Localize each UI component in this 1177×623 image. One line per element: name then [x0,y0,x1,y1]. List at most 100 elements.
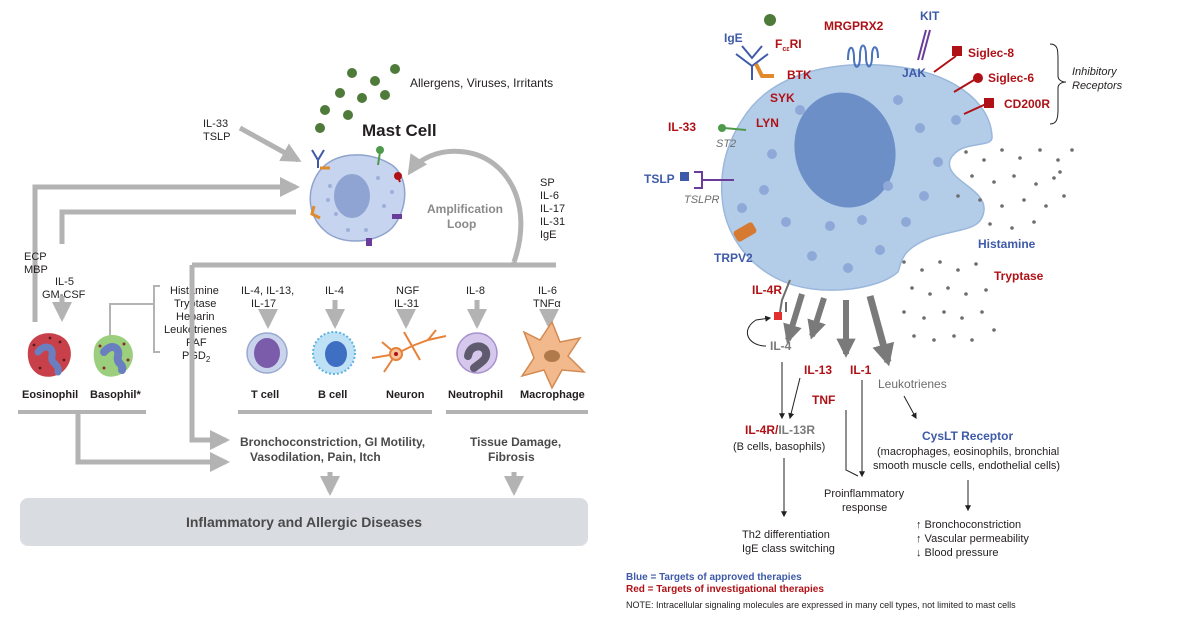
ige-fceri-receptor [735,14,776,80]
granule-heparin: Heparin [176,311,215,323]
legend-blue: Blue = Targets of approved therapies [626,572,802,583]
histamine-label: Histamine [978,237,1036,251]
b-cell-illustration [312,331,356,375]
inhibitory-label-line2: Receptors [1072,80,1123,92]
loop-mediator-il6: IL-6 [540,190,559,202]
basophil-label: Basophil* [90,389,141,401]
il4-autocrine-arrow [746,315,772,347]
il33-input-label: IL-33 [203,118,228,130]
tcell-mediators-line2: IL-17 [251,298,276,310]
il4-ligand-square [774,312,782,320]
kit-label: KIT [920,9,940,23]
neutrophil-label: Neutrophil [448,389,503,401]
mbp-label: MBP [24,264,48,276]
syk-label: SYK [770,91,795,105]
neutrophil-mediators: IL-8 [466,285,485,297]
legend-note: NOTE: Intracellular signaling molecules … [626,600,1016,610]
neuron-label: Neuron [386,389,425,401]
b-cells-basophils-label: (B cells, basophils) [733,441,825,453]
allergens-label: Allergens, Viruses, Irritants [410,76,553,90]
cd200r-receptor [963,98,994,115]
histamine-granules [956,148,1074,230]
granule-paf: PAF [186,337,207,349]
mast-cell-illustration [309,146,406,246]
tryptase-label: Tryptase [994,269,1044,283]
left-panel: Allergens, Viruses, Irritants IL-33 TSLP… [18,64,588,546]
siglec6-receptor [953,73,983,93]
loop-mediator-il31: IL-31 [540,216,565,228]
siglec8-receptor [933,46,962,73]
tslpr-receptor [694,171,734,189]
th2-line1: Th2 differentiation [742,529,830,541]
il1-mediator-label: IL-1 [850,363,872,377]
cytokine-input-arrow [238,125,302,163]
granule-bracket [153,285,160,353]
tslp-input-label: TSLP [203,131,231,143]
il4r-receptor [779,279,791,313]
legend-red: Red = Targets of investigational therapi… [626,584,824,595]
tissue-outcome-line1: Tissue Damage, [470,435,561,449]
il33-label: IL-33 [668,120,696,134]
siglec8-label: Siglec-8 [968,46,1014,60]
trpv2-label: TRPV2 [714,251,753,265]
physiology-bronchoconstriction: ↑ Bronchoconstriction [916,519,1021,531]
granule-pgd2: PGD2 [182,350,211,364]
tslp-label: TSLP [644,172,675,186]
st2-knob [718,124,726,132]
broncho-outcome-line2: Vasodilation, Pain, Itch [250,450,381,464]
macrophage-mediators-line1: IL-6 [538,285,557,297]
mrgprx2-receptor [847,44,879,68]
amplification-loop-arrow [407,148,524,263]
macrophage-illustration [520,320,586,390]
btk-label: BTK [787,68,812,82]
tnf-to-proinflammatory-arrow [845,410,859,477]
lyn-label: LYN [756,116,779,130]
t-cell-label: T cell [251,389,279,401]
pgd2-subscript: 2 [206,355,211,364]
leukotrienes-mediator-label: Leukotrienes [878,377,947,391]
loop-mediator-il17: IL-17 [540,203,565,215]
disease-box-label: Inflammatory and Allergic Diseases [186,514,422,530]
tcell-mediators-line1: IL-4, IL-13, [241,285,294,297]
large-mast-cell [720,63,993,291]
st2-receptor [723,127,747,131]
kit-receptor [917,29,931,61]
tnf-mediator-label: TNF [812,393,835,407]
th2-line2: IgE class switching [742,543,835,555]
ecp-label: ECP [24,251,47,263]
inhibitory-label-line1: Inhibitory [1072,66,1118,78]
t-cell-illustration [246,332,288,374]
il13-release-arrow [807,297,827,340]
tryptase-granules [902,260,996,342]
il4r-il13r-label: IL-4R/IL-13R [745,423,815,437]
il5-feedback-line [59,209,296,244]
trpv2-channel [733,222,757,242]
fceri-label: FcεRI [775,37,802,53]
tslp-ligand [680,172,689,181]
bcell-mediators: IL-4 [325,285,344,297]
gmcsf-label: GM-CSF [42,289,86,301]
leukotriene-release-arrow [866,295,895,367]
macrophage-mediators-line2: TNFα [533,298,561,310]
neuron-mediators-line1: NGF [396,285,420,297]
cyslt-desc-line2: smooth muscle cells, endothelial cells) [873,460,1060,472]
basophil-link [109,303,154,336]
mast-cell-granules [737,95,961,273]
il4-release-arrow [783,293,805,344]
siglec6-label: Siglec-6 [988,71,1034,85]
granule-tryptase: Tryptase [174,298,216,310]
tslpr-label: TSLPR [684,194,720,206]
allergen-particles [315,64,400,133]
neuron-mediators-line2: IL-31 [394,298,419,310]
jak-label: JAK [902,66,926,80]
cd200r-label: CD200R [1004,97,1050,111]
loop-mediator-sp: SP [540,177,555,189]
granule-mediators-arrow [189,265,230,450]
b-cell-label: B cell [318,389,347,401]
granule-leukotrienes: Leukotrienes [164,324,227,336]
st2-label: ST2 [716,138,736,150]
physiology-vascular: ↑ Vascular permeability [916,533,1029,545]
cyslt-receptor-label: CysLT Receptor [922,429,1013,443]
il4-mediator-label: IL-4 [770,339,792,353]
